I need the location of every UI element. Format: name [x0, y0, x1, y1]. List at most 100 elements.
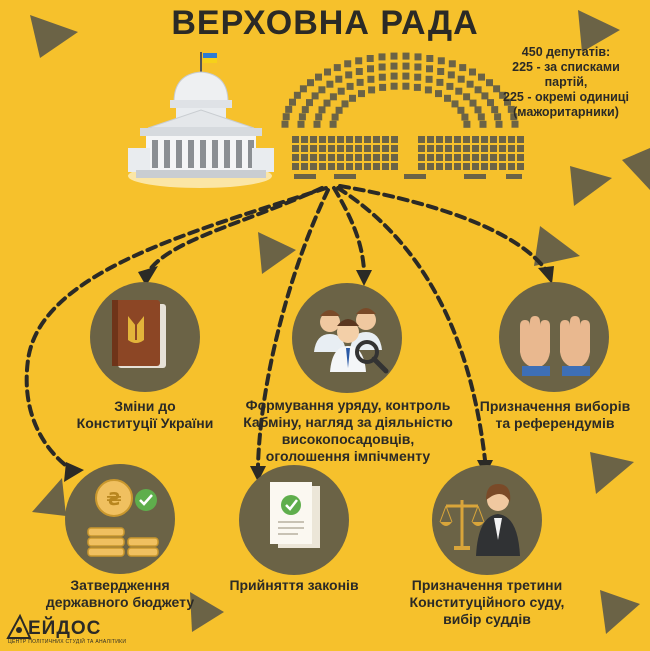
seat-mark: [310, 163, 317, 170]
seat-mark: [337, 154, 344, 161]
seat-mark: [346, 82, 354, 90]
seat-mark: [341, 100, 349, 108]
seat-mark: [490, 145, 497, 152]
elections-label: Призначення виборів та референдумів: [470, 398, 640, 432]
seat-mark: [447, 71, 455, 79]
seat-mark: [301, 154, 308, 161]
label-line: оголошення імпічменту: [265, 448, 431, 464]
seat-mark: [382, 145, 389, 152]
constitution-label: Зміни до Конституції України: [45, 398, 245, 432]
seat-mark: [307, 79, 314, 87]
seat-mark: [517, 136, 524, 143]
seat-mark: [378, 73, 386, 81]
seat-mark: [282, 113, 290, 121]
seat-mark: [378, 63, 386, 71]
seat-mark: [506, 174, 522, 179]
seat-mark: [463, 154, 470, 161]
seat-mark: [464, 174, 486, 179]
deputies-info: 450 депутатів: 225 - за списками партій,…: [492, 45, 640, 120]
seat-mark: [373, 136, 380, 143]
seat-mark: [367, 65, 374, 73]
seat-mark: [355, 68, 363, 75]
seat-mark: [510, 113, 518, 121]
seat-mark: [517, 154, 524, 161]
seat-mark: [402, 52, 410, 60]
seat-mark: [426, 65, 433, 73]
seat-mark: [494, 113, 502, 121]
seat-mark: [472, 163, 479, 170]
eidos-logo-icon: [6, 613, 32, 639]
seat-mark: [294, 174, 316, 179]
seat-mark: [346, 163, 353, 170]
seat-mark: [306, 99, 313, 107]
seat-mark: [472, 136, 479, 143]
svg-text:₴: ₴: [106, 489, 121, 510]
label-line: Призначення третини: [411, 577, 563, 593]
seat-mark: [448, 60, 456, 68]
seat-mark: [478, 73, 485, 81]
page-title: ВЕРХОВНА РАДА: [171, 4, 479, 42]
law-document-icon: [239, 465, 349, 575]
seat-mark: [425, 75, 433, 83]
label-line: високопосадовців,: [281, 431, 415, 447]
seat-mark: [323, 99, 331, 107]
seat-mark: [445, 163, 452, 170]
seat-mark: [311, 92, 319, 100]
seat-mark: [367, 75, 375, 83]
seat-mark: [435, 90, 442, 98]
seat-mark: [424, 86, 432, 94]
label-line: Зміни до: [114, 398, 176, 414]
seat-mark: [427, 163, 434, 170]
seat-mark: [331, 113, 339, 121]
seat-mark: [364, 136, 371, 143]
seat-mark: [457, 75, 465, 83]
seat-mark: [481, 92, 489, 100]
seat-mark: [469, 99, 477, 107]
seat-mark: [445, 154, 452, 161]
seat-mark: [355, 163, 362, 170]
seat-mark: [508, 145, 515, 152]
seat-mark: [333, 64, 341, 72]
seat-mark: [310, 145, 317, 152]
seat-mark: [391, 145, 398, 152]
seat-mark: [358, 90, 365, 98]
seat-mark: [355, 154, 362, 161]
seat-mark: [315, 73, 322, 81]
deputies-info-line: партій,: [544, 75, 588, 89]
seat-mark: [486, 79, 493, 87]
seat-mark: [335, 106, 343, 114]
seat-mark: [328, 154, 335, 161]
seat-mark: [289, 98, 296, 106]
seat-mark: [402, 72, 410, 80]
seat-mark: [481, 154, 488, 161]
seat-mark: [292, 145, 299, 152]
seat-mark: [499, 91, 507, 99]
seat-mark: [490, 154, 497, 161]
seat-mark: [310, 154, 317, 161]
seat-mark: [318, 86, 326, 94]
seat-mark: [427, 145, 434, 152]
seat-mark: [335, 75, 343, 83]
seat-mark: [319, 154, 326, 161]
seat-mark: [491, 106, 499, 114]
seat-mark: [436, 163, 443, 170]
label-line: державного бюджету: [45, 594, 195, 610]
seat-mark: [472, 145, 479, 152]
seat-mark: [391, 163, 398, 170]
seat-mark: [454, 145, 461, 152]
seat-mark: [382, 136, 389, 143]
seat-mark: [349, 94, 356, 102]
seat-mark: [313, 120, 321, 128]
seat-mark: [292, 163, 299, 170]
seat-mark: [517, 163, 524, 170]
seat-mark: [373, 145, 380, 152]
seat-mark: [436, 154, 443, 161]
label-line: Призначення виборів: [479, 398, 631, 414]
seat-mark: [297, 120, 305, 128]
seat-mark: [436, 136, 443, 143]
seat-mark: [479, 120, 487, 128]
seat-mark: [315, 113, 323, 121]
logo-subtitle: ЦЕНТР ПОЛІТИЧНИХ СТУДІЙ ТА АНАЛІТИКИ: [8, 639, 127, 645]
seat-mark: [437, 57, 445, 65]
